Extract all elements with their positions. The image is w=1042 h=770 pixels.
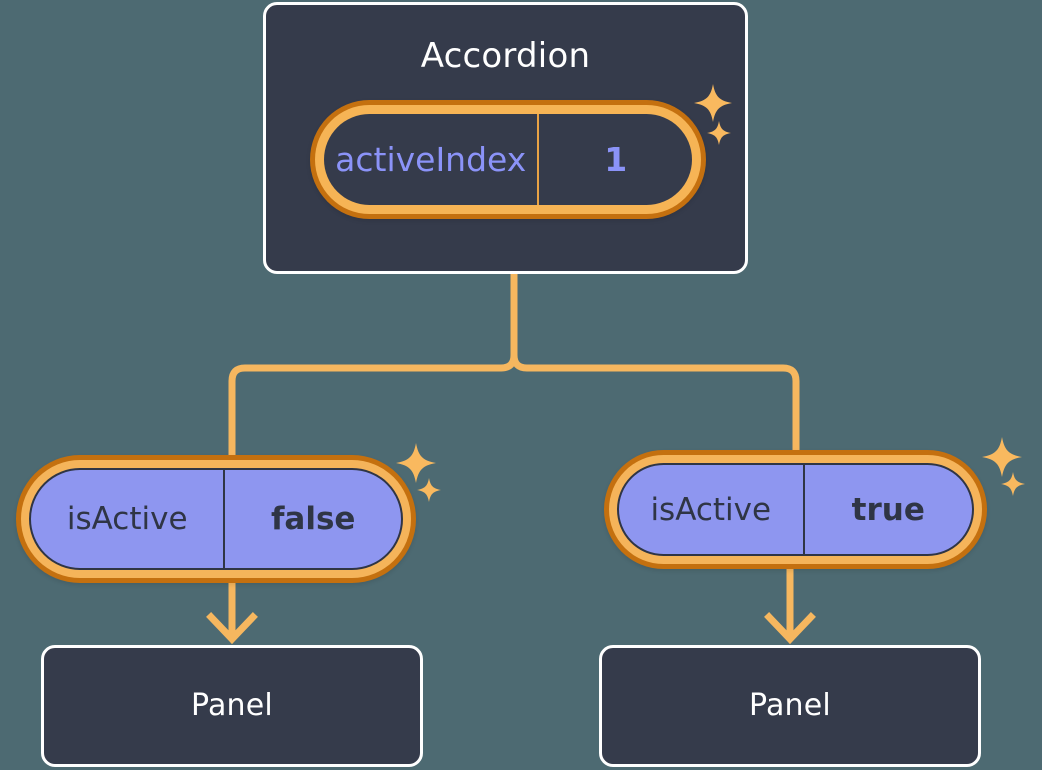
sparkle-icon-left-large (396, 443, 436, 483)
accordion-title: Accordion (420, 36, 591, 76)
connector-branch-right (510, 354, 800, 455)
state-pill-value: 1 (537, 114, 692, 205)
panel-title-left: Panel (191, 688, 273, 723)
state-pill-body: activeIndex 1 (324, 114, 692, 205)
state-pill-ring: activeIndex 1 (315, 105, 701, 214)
prop-pill-value-right: true (802, 465, 972, 554)
arrow-left-head-icon (206, 612, 258, 645)
connector-branch-left (228, 354, 518, 458)
prop-pill-key-left: isActive (66, 501, 188, 537)
prop-pill-ring-right: isActive true (609, 455, 982, 564)
prop-pill-body-right: isActive true (617, 463, 974, 556)
prop-pill-ring-left: isActive false (21, 460, 411, 578)
panel-component-box-right[interactable]: Panel (599, 645, 981, 767)
sparkle-icon-right-large (982, 437, 1022, 477)
sparkle-icon-accordion-large (694, 84, 732, 122)
state-pill-activeindex[interactable]: activeIndex 1 (310, 100, 706, 219)
prop-pill-body-left: isActive false (29, 468, 403, 570)
arrow-right-head-icon (764, 612, 816, 645)
state-pill-key: activeIndex (335, 140, 527, 179)
panel-component-box-left[interactable]: Panel (41, 645, 423, 767)
prop-pill-isactive-false[interactable]: isActive false (16, 455, 416, 583)
sparkle-icon-accordion-small (707, 121, 731, 145)
sparkle-icon-right-small (1001, 472, 1025, 496)
prop-pill-value-left: false (223, 470, 401, 568)
prop-pill-isactive-true[interactable]: isActive true (604, 450, 987, 569)
prop-pill-key-right: isActive (650, 491, 772, 528)
sparkle-icon-left-small (417, 478, 441, 502)
panel-title-right: Panel (749, 688, 831, 723)
